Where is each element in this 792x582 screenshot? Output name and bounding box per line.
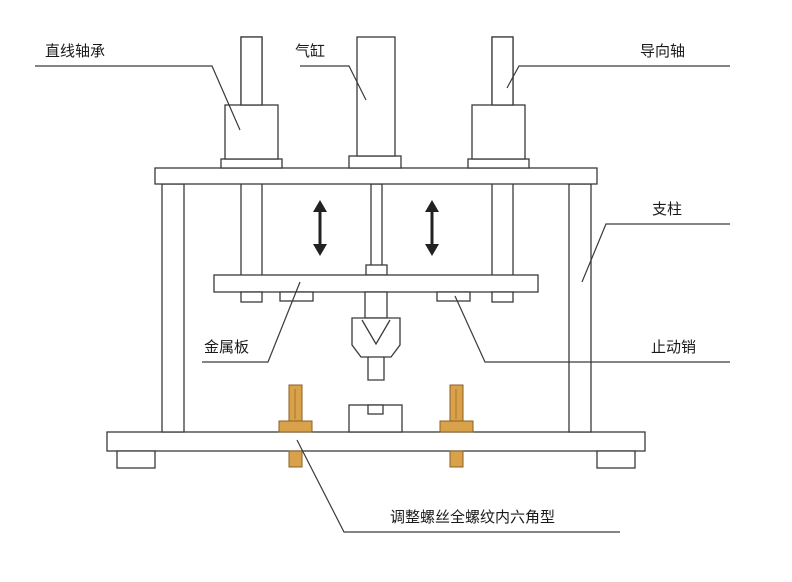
base-plate — [106, 431, 646, 452]
guide-shaft-right-top — [491, 36, 514, 106]
pillar-right — [568, 183, 592, 433]
base-foot-right — [596, 450, 636, 469]
motion-arrow-right — [425, 200, 439, 256]
bearing-flange-left — [220, 158, 283, 169]
label-linear-bearing: 直线轴承 — [45, 42, 106, 60]
press-head-jaw — [351, 317, 401, 381]
base-foot-left — [116, 450, 156, 469]
cylinder-body — [356, 36, 396, 157]
stop-pin-left — [279, 291, 314, 302]
leader-guide-shaft — [506, 65, 730, 89]
adjust-screw-right — [439, 384, 474, 468]
linear-bearing-right — [471, 104, 526, 160]
label-guide-shaft: 导向轴 — [640, 42, 686, 60]
label-pillar: 支柱 — [652, 200, 683, 218]
motion-arrow-left — [313, 200, 327, 256]
stop-pin-right — [436, 291, 471, 302]
bearing-flange-right — [467, 158, 530, 169]
guide-shaft-left-top — [240, 36, 263, 106]
pillar-left — [161, 183, 185, 433]
shaft-nut-right — [491, 291, 514, 303]
top-plate — [154, 167, 598, 185]
shaft-nut-left — [240, 291, 263, 303]
cylinder-rod — [370, 183, 383, 268]
adjust-screw-left — [278, 384, 313, 468]
leader-cylinder — [300, 65, 367, 101]
cylinder-flange — [348, 155, 402, 169]
linear-bearing-left — [224, 104, 279, 160]
label-adjust-screw: 调整螺丝全螺纹内六角型 — [390, 508, 556, 526]
press-head-stem — [364, 291, 388, 319]
leader-adjust-screw — [296, 439, 620, 533]
leader-linear-bearing — [35, 65, 241, 131]
label-stop-pin: 止动销 — [651, 338, 697, 356]
rod-coupler — [365, 264, 388, 276]
leader-pillar — [581, 223, 730, 283]
label-cylinder: 气缸 — [295, 42, 326, 60]
leader-stop-pin — [454, 295, 730, 363]
label-metal-plate: 金属板 — [204, 338, 250, 356]
metal-plate — [213, 274, 539, 293]
leader-metal-plate — [202, 281, 301, 363]
